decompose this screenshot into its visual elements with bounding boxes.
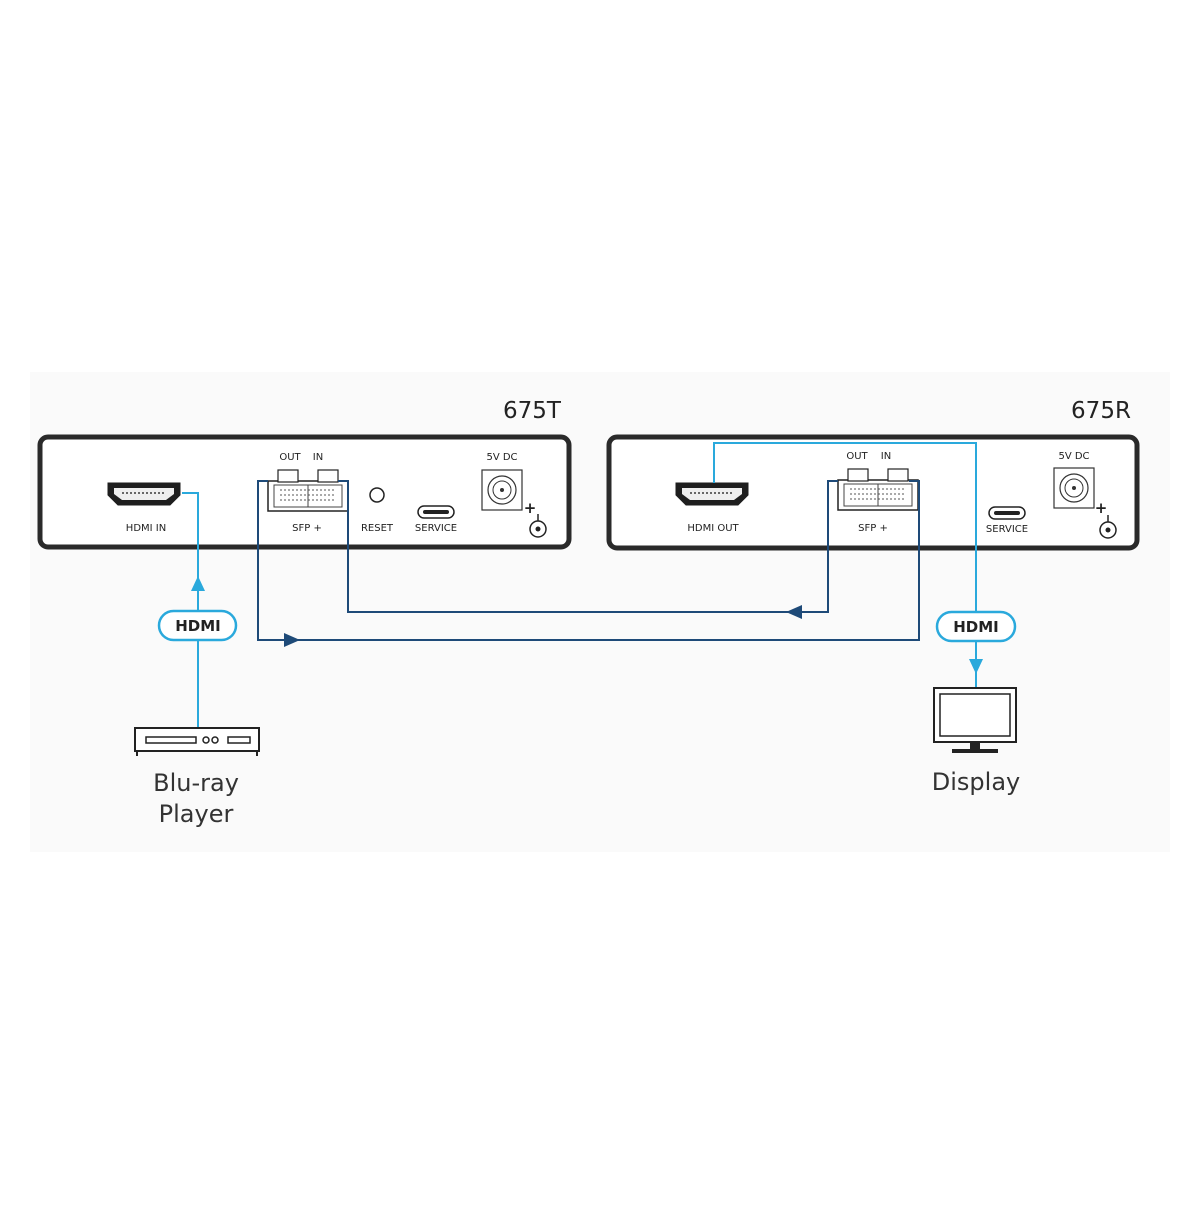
left-hdmi-cable <box>182 492 205 728</box>
receiver-model-label: 675R <box>1071 398 1131 424</box>
receiver-service-port[interactable] <box>988 506 1026 520</box>
receiver-sfp-label: SFP + <box>858 523 888 534</box>
receiver-hdmi-label: HDMI OUT <box>687 523 739 534</box>
transmitter-reset-label: RESET <box>361 523 394 534</box>
transmitter-reset-button[interactable] <box>369 487 385 503</box>
transmitter-power-jack[interactable] <box>481 469 523 511</box>
fiber-cable-rx-to-tx <box>338 480 838 619</box>
fiber-cable-tx-to-rx <box>257 480 920 647</box>
transmitter-sfp-in-label: IN <box>313 452 323 463</box>
right-hdmi-pill-label: HDMI <box>953 618 999 636</box>
receiver-polarity-plus: + <box>1095 499 1108 517</box>
source-label-line2: Player <box>159 800 234 828</box>
right-hdmi-cable <box>713 442 983 688</box>
transmitter-sfp-out-label: OUT <box>279 452 301 463</box>
transmitter-service-port[interactable] <box>417 505 455 519</box>
right-hdmi-pill <box>935 610 1017 643</box>
receiver-power-jack[interactable] <box>1053 467 1095 509</box>
transmitter-hdmi-in-port[interactable] <box>107 482 181 506</box>
left-hdmi-pill-label: HDMI <box>175 617 221 635</box>
sink-label: Display <box>932 768 1020 796</box>
transmitter-polarity-plus: + <box>524 499 537 517</box>
display-icon <box>933 687 1017 753</box>
transmitter-sfp-label: SFP + <box>292 523 322 534</box>
fiber-arrowhead-right <box>284 633 300 647</box>
fiber-arrowhead-left <box>786 605 802 619</box>
left-hdmi-arrowhead <box>191 576 205 591</box>
receiver-hdmi-out-port[interactable] <box>675 482 749 506</box>
transmitter-hdmi-label: HDMI IN <box>126 523 166 534</box>
receiver-power-label: 5V DC <box>1058 451 1089 462</box>
transmitter-service-label: SERVICE <box>415 523 457 534</box>
bluray-player-icon <box>134 727 260 756</box>
source-label-line1: Blu-ray <box>153 769 239 797</box>
receiver-sfp-in-label: IN <box>881 451 891 462</box>
transmitter-model-label: 675T <box>503 398 562 424</box>
receiver-service-label: SERVICE <box>986 524 1028 535</box>
receiver-sfp-out-label: OUT <box>846 451 868 462</box>
right-hdmi-arrowhead <box>969 659 983 674</box>
left-hdmi-pill <box>157 609 238 642</box>
transmitter-power-label: 5V DC <box>486 452 517 463</box>
